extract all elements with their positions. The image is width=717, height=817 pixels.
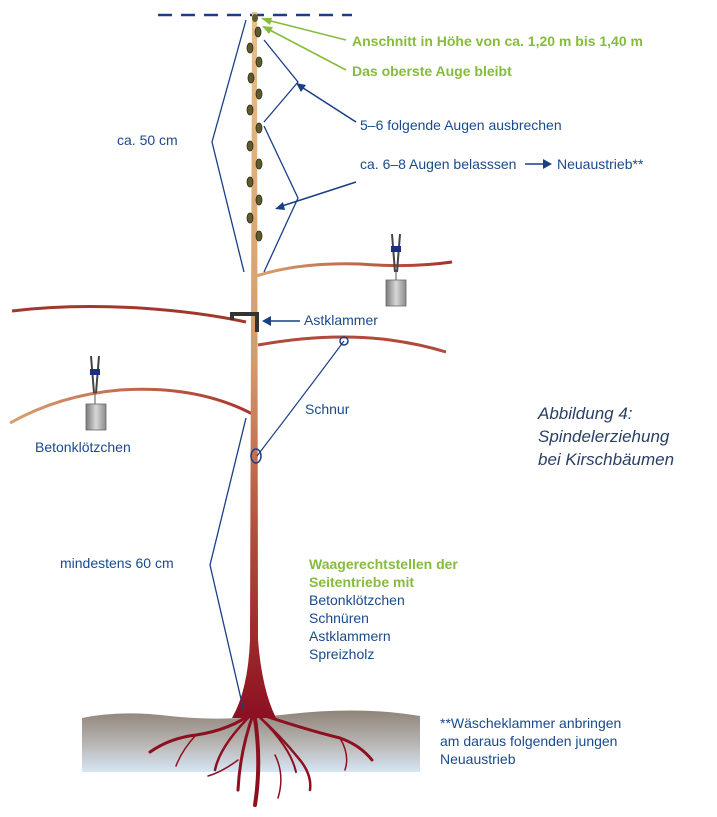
bracket-ca-50-cm (212, 20, 246, 272)
label-ausbrechen: 5–6 folgende Augen ausbrechen (360, 117, 562, 133)
label-ca-50-cm: ca. 50 cm (117, 132, 178, 148)
caption-line-3: bei Kirschbäumen (538, 448, 674, 471)
label-astklammer: Astklammer (304, 312, 378, 328)
label-schnur: Schnur (305, 401, 349, 417)
top-bud (252, 14, 258, 22)
waagerecht-item: Betonklötzchen (309, 591, 458, 609)
waagerecht-heading-2: Seitentriebe mit (309, 573, 458, 591)
label-belassen: ca. 6–8 Augen belasssen (360, 156, 516, 172)
label-oberstes-auge: Das oberste Auge bleibt (352, 63, 512, 79)
label-neuaustrieb: Neuaustrieb** (557, 156, 643, 172)
branch-upper-right (256, 262, 452, 276)
label-betonkloetzchen: Betonklötzchen (35, 439, 131, 455)
branch-lower-left (10, 389, 256, 423)
weight-with-clothespin-right (386, 234, 406, 306)
figure-caption: Abbildung 4: Spindelerziehung bei Kirsch… (538, 402, 674, 471)
footnote-line-2: am daraus folgenden jungen (440, 732, 621, 750)
footnote-line-1: **Wäscheklammer anbringen (440, 714, 621, 732)
waagerecht-heading-1: Waagerechtstellen der (309, 555, 458, 573)
waagerecht-item: Schnüren (309, 609, 458, 627)
trunk (232, 12, 276, 718)
waagerecht-item: Spreizholz (309, 645, 458, 663)
branch-left-astklammer (12, 307, 246, 322)
branch-right-schnur (258, 337, 446, 352)
bracket-mindestens-60-cm (210, 418, 246, 712)
caption-line-1: Abbildung 4: (538, 402, 674, 425)
waagerecht-item: Astklammern (309, 627, 458, 645)
label-mindestens-60-cm: mindestens 60 cm (60, 555, 174, 571)
string-line (257, 341, 344, 456)
label-anschnitt: Anschnitt in Höhe von ca. 1,20 m bis 1,4… (352, 33, 643, 49)
bracket-ausbrechen (264, 40, 298, 122)
footnote-line-3: Neuaustrieb (440, 750, 621, 768)
bracket-belassen (264, 126, 298, 272)
waagerecht-block: Waagerechtstellen der Seitentriebe mit B… (309, 555, 458, 663)
caption-line-2: Spindelerziehung (538, 425, 674, 448)
footnote: **Wäscheklammer anbringen am daraus folg… (440, 714, 621, 768)
